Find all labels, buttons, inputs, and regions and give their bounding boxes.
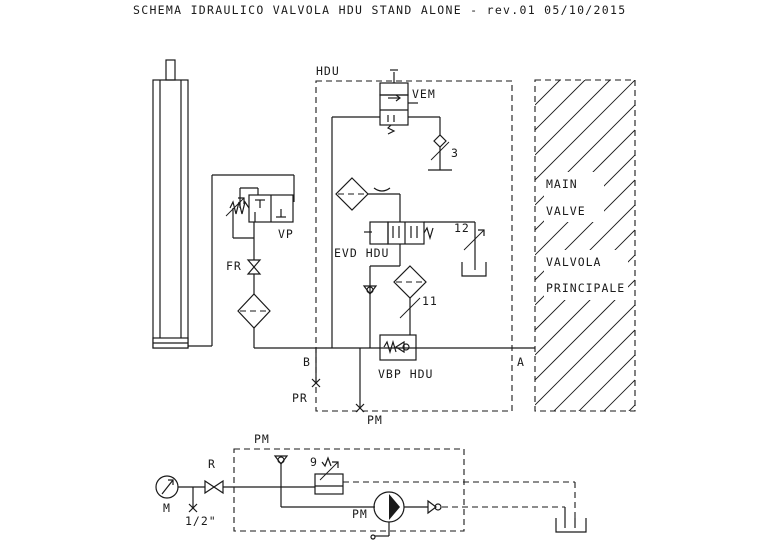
label-r: R: [208, 457, 216, 471]
label-m: M: [163, 501, 171, 515]
cylinder: [152, 59, 212, 349]
label-pr: PR: [292, 391, 308, 405]
filter-inner: [335, 177, 401, 222]
label-b: B: [303, 355, 311, 369]
label-pm-pump: PM: [352, 507, 368, 521]
vem-valve: [379, 69, 418, 135]
label-fr: FR: [226, 259, 242, 273]
hdu-box: [315, 80, 513, 412]
cylinder-line: [211, 174, 295, 346]
vp-valve: [225, 187, 294, 260]
gauge-m: [155, 475, 205, 499]
filter-left: [237, 293, 271, 348]
pm-check-top: [273, 455, 289, 487]
label-half-inch: 1/2": [185, 514, 217, 528]
pm-port-bottom: [355, 348, 365, 413]
fr-valve: [246, 259, 262, 294]
valve-r: [204, 479, 315, 495]
label-main: MAIN: [546, 177, 578, 191]
label-12: 12: [454, 221, 470, 235]
half-inch-port: [188, 487, 198, 513]
relief-valve-9: [314, 456, 576, 518]
label-pm-top: PM: [254, 432, 270, 446]
label-a: A: [517, 355, 525, 369]
label-evd-hdu: EVD HDU: [334, 246, 389, 260]
label-principale: PRINCIPALE: [546, 281, 625, 295]
label-valve: VALVE: [546, 204, 586, 218]
diagram-title: SCHEMA IDRAULICO VALVOLA HDU STAND ALONE…: [133, 3, 626, 17]
check-throttle-3: [408, 116, 452, 171]
bottom-tank: [555, 507, 587, 533]
pump-unit-box: [233, 448, 465, 532]
pump-pm: [280, 487, 565, 540]
filter-11: [362, 265, 427, 348]
label-9: 9: [310, 455, 318, 469]
label-valvola: VALVOLA: [546, 255, 601, 269]
label-vem: VEM: [412, 87, 436, 101]
label-hdu: HDU: [316, 64, 340, 78]
label-vbp-hdu: VBP HDU: [378, 367, 433, 381]
label-pm-bottom: PM: [367, 413, 383, 427]
throttle-12: [461, 222, 487, 277]
vbp-hdu-valve: [379, 334, 417, 361]
label-3: 3: [451, 146, 459, 160]
main-valve-block: [534, 79, 636, 412]
evd-hdu-valve: [364, 221, 475, 266]
label-vp: VP: [278, 227, 294, 241]
pr-port: [311, 348, 321, 388]
label-11: 11: [422, 294, 438, 308]
